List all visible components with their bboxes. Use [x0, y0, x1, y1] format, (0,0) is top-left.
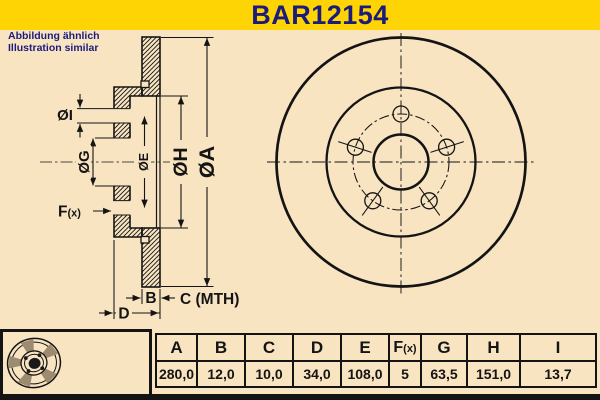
- header-h: H: [466, 333, 521, 362]
- bolt-hole-centermarks: [338, 141, 464, 216]
- value-g: 63,5: [420, 360, 468, 388]
- dim-label-d: D: [118, 306, 129, 323]
- table-header-row: A B C D E F(x) G H I: [155, 333, 597, 362]
- header-c: C: [244, 333, 294, 362]
- similarity-note: Abbildung ähnlich Illustration similar: [8, 30, 100, 54]
- header-e: E: [340, 333, 390, 362]
- value-c: 10,0: [244, 360, 294, 388]
- bolt-circle: [352, 113, 450, 211]
- dim-label-c-mth: C (MTH): [180, 291, 239, 308]
- header-b: B: [196, 333, 246, 362]
- header-g: G: [420, 333, 468, 362]
- dim-label-b: B: [145, 290, 156, 307]
- value-f: 5: [388, 360, 422, 388]
- header-i: I: [519, 333, 597, 362]
- value-i: 13,7: [519, 360, 597, 388]
- value-a: 280,0: [155, 360, 198, 388]
- value-b: 12,0: [196, 360, 246, 388]
- bolt-holes: [346, 105, 456, 210]
- note-line-de: Abbildung ähnlich: [8, 30, 100, 42]
- note-line-en: Illustration similar: [8, 41, 99, 54]
- dim-label-dia-g: ØG: [76, 150, 93, 173]
- cross-section-view: ØI ØG ØE ØH ØA F(x) B C (MTH) D: [40, 36, 239, 323]
- dim-label-dia-e: ØE: [137, 153, 151, 171]
- dim-label-f: F(x): [58, 204, 81, 221]
- table-value-row: 280,0 12,0 10,0 34,0 108,0 5 63,5 151,0 …: [155, 360, 597, 388]
- dim-label-dia-h: ØH: [170, 147, 192, 176]
- header-d: D: [292, 333, 342, 362]
- title-banner: BAR12154: [0, 0, 600, 30]
- dimension-table: A B C D E F(x) G H I 280,0 12,0 10,0 34,…: [155, 333, 597, 388]
- value-h: 151,0: [466, 360, 521, 388]
- front-view: [267, 33, 535, 294]
- header-a: A: [155, 333, 198, 362]
- value-e: 108,0: [340, 360, 390, 388]
- logo-box: [0, 329, 152, 399]
- part-number-title: BAR12154: [251, 0, 389, 30]
- bottom-border-bar: [0, 394, 600, 400]
- dim-label-dia-i: ØI: [57, 107, 73, 124]
- dim-label-dia-a: ØA: [195, 146, 219, 178]
- header-f: F(x): [388, 333, 422, 362]
- value-d: 34,0: [292, 360, 342, 388]
